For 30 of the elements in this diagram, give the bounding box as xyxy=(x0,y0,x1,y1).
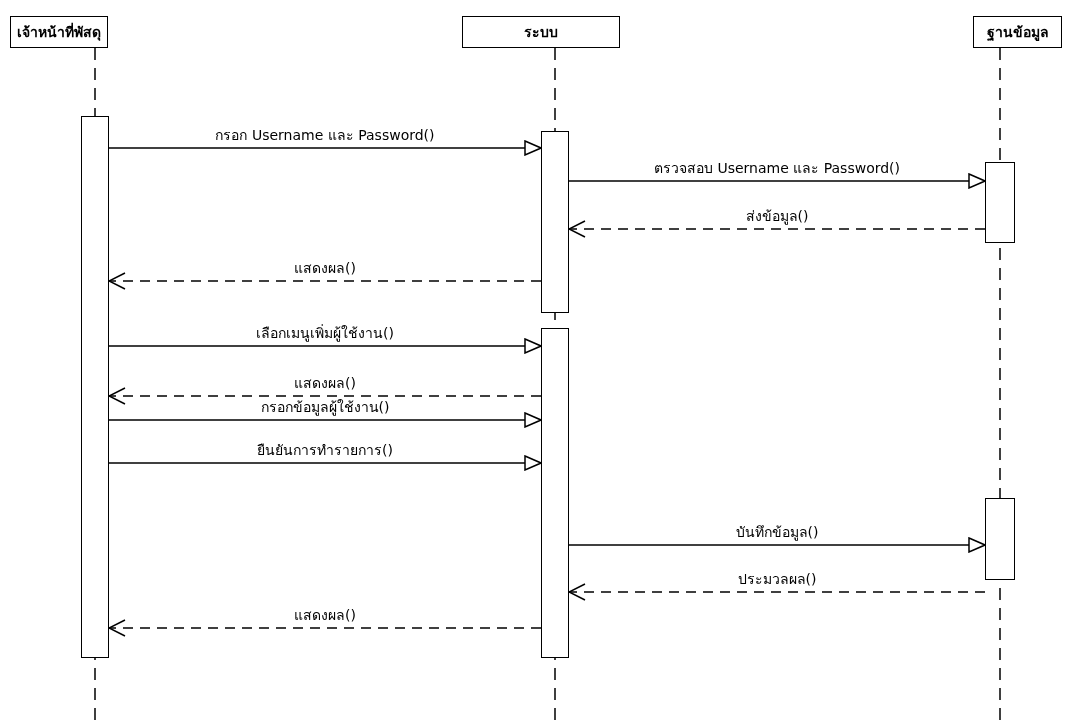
edge-label: กรอก Username และ Password() xyxy=(213,127,437,144)
message-arrow xyxy=(108,338,542,354)
message-arrow xyxy=(568,173,986,189)
activation-bar xyxy=(541,328,569,658)
edge-label: แสดงผล() xyxy=(292,375,358,392)
return-arrow xyxy=(108,619,542,637)
edge-label: เลือกเมนูเพิ่มผู้ใช้งาน() xyxy=(254,325,396,342)
return-arrow xyxy=(108,272,542,290)
return-arrow xyxy=(568,583,986,601)
lifeline-header: ระบบ xyxy=(462,16,620,48)
activation-bar xyxy=(985,498,1015,580)
lifeline-header: ฐานข้อมูล xyxy=(973,16,1062,48)
activation-bar xyxy=(985,162,1015,243)
edge-label: บันทึกข้อมูล() xyxy=(733,524,821,541)
edge-label: ส่งข้อมูล() xyxy=(743,208,811,225)
edge-label: ตรวจสอบ Username และ Password() xyxy=(652,160,902,177)
edge-label: ยืนยันการทำรายการ() xyxy=(255,442,395,459)
edge-label: ประมวลผล() xyxy=(735,571,819,588)
lifeline-header: เจ้าหน้าที่พัสดุ xyxy=(10,16,108,48)
message-arrow xyxy=(108,140,542,156)
edge-label: แสดงผล() xyxy=(292,607,358,624)
message-arrow xyxy=(108,455,542,471)
activation-bar xyxy=(81,116,109,658)
return-arrow xyxy=(108,387,542,405)
message-arrow xyxy=(568,537,986,553)
return-arrow xyxy=(568,220,986,238)
message-arrow xyxy=(108,412,542,428)
activation-bar xyxy=(541,131,569,313)
edge-label: กรอกข้อมูลผู้ใช้งาน() xyxy=(258,399,392,416)
edge-label: แสดงผล() xyxy=(292,260,358,277)
